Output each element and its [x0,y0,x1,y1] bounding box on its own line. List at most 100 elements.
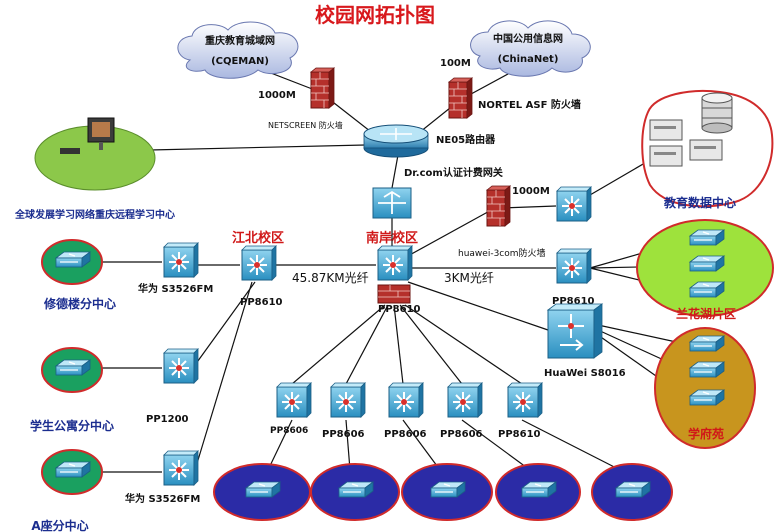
dorm-label: 学生公寓分中心 [30,418,114,433]
s3526-bottom-label: 华为 S3526FM [125,492,200,505]
link-jiangbei-s3526-bottom [194,281,253,471]
pp8606-1-label: PP8606 [270,426,308,436]
pp8606-2-switch-icon [330,382,366,418]
bottom-node-1 [213,463,311,521]
nanan-campus-label: 南岸校区 [366,230,418,246]
link-nanan-pp8606-4 [399,304,463,385]
bottom-workgroup-switch-icon-2 [338,481,374,498]
bottom-workgroup-switch-icon-1 [245,481,281,498]
database-icon [701,92,733,134]
nortel-firewall-label: NORTEL ASF 防火墙 [478,98,581,111]
datacenter-switch-icon [556,186,592,222]
link-bottom-node-5 [521,419,631,476]
pp8610-jiangbei-label: PP8610 [240,297,283,308]
link-nanan-pp8606-2 [345,304,389,385]
bw-100m: 100M [440,58,471,69]
huawei-s8016-label: HuaWei S8016 [544,368,626,379]
link-nanan-pp8610-bottom [404,304,523,385]
link-router-remote [149,144,366,151]
cloud-cqeman: 重庆教育城域网 (CQEMAN) [177,21,299,79]
s3526-top-label: 华为 S3526FM [138,282,213,295]
cqeman-code: (CQEMAN) [211,56,269,67]
link-nanan-h3c-fw [405,207,496,258]
pp1200-label: PP1200 [146,414,189,425]
bw-1000m-left: 1000M [258,90,296,101]
xuefu-area: 学府苑 [654,327,756,449]
cqeman-name: 重庆教育城域网 [205,34,275,47]
terminal-device-icon [60,148,80,154]
lanhua-lake-area: 兰花湖片区 [636,219,774,321]
lanhua-workgroup-switch-icon-2 [689,255,725,272]
bottom-node-5 [591,463,673,521]
pp8606-3-switch-icon [388,382,424,418]
nortel-firewall-icon [448,77,473,119]
pp8610-bottom-switch-icon [507,382,543,418]
edu-data-center-label: 教育数据中心 [663,195,736,210]
xiudelou-center: 修德楼分中心 [41,239,116,311]
xiudelou-workgroup-switch-icon [55,251,91,268]
pp8606-4-switch-icon [447,382,483,418]
chinanet-name: 中国公用信息网 [493,32,563,45]
link-bottom-node-2 [345,419,351,471]
cloud-chinanet: 中国公用信息网 (ChinaNet) [470,20,591,77]
link-nanan-pp8606-3 [393,304,404,385]
pp8606-4-label: PP8606 [440,429,483,440]
dorm-workgroup-switch-icon [55,359,91,376]
link-dc-switch-datacenter [589,159,651,196]
huawei-s8016-icon [546,303,604,359]
jiangbei-campus-label: 江北校区 [232,230,284,246]
link-jiangbei-pp1200 [194,281,256,366]
pp1200-switch-icon [163,348,199,384]
chinanet-code: (ChinaNet) [498,54,559,65]
huawei-3com-firewall-label: huawei-3com防火墙 [458,247,546,259]
bottom-node-4 [495,463,581,521]
fiber-45km-label: 45.87KM光纤 [292,271,369,285]
pp8610-right-label: PP8610 [552,296,595,307]
xuefu-workgroup-switch-icon-1 [689,335,725,352]
link-bottom-node-1 [267,419,293,471]
xiudelou-label: 修德楼分中心 [43,296,116,311]
xuefu-workgroup-switch-icon-3 [689,389,725,406]
edu-data-center: 教育数据中心 [641,89,774,210]
link-bottom-node-4 [461,419,531,471]
bottom-node-2 [310,463,400,521]
nanan-core-switch-icon [377,245,413,281]
lanhua-workgroup-switch-icon-3 [689,281,725,298]
dorm-center: 学生公寓分中心 [30,347,114,433]
bw-1000m-right: 1000M [512,186,550,197]
netscreen-firewall-icon [310,67,335,109]
pp8610-bottom-label: PP8610 [498,429,541,440]
remote-learning-center: 全球发展学习网络重庆远程学习中心 [14,117,175,221]
server-icon-2 [689,139,723,161]
link-nanan-pp8606-1 [291,304,386,385]
s3526-top-switch-icon [163,242,199,278]
pp8610-right-switch-icon [556,248,592,284]
a-building-center: A座分中心 [31,449,103,532]
fiber-3km-label: 3KM光纤 [444,271,494,285]
xuefu-label: 学府苑 [688,426,724,441]
bottom-workgroup-switch-icon-5 [615,481,651,498]
pp8606-3-label: PP8606 [384,429,427,440]
jiangbei-core-switch-icon [241,245,277,281]
ne05-router [363,124,429,158]
huawei-3com-firewall-icon [486,185,511,227]
pp8606-1-switch-icon [276,382,312,418]
bottom-workgroup-switch-icon-3 [430,481,466,498]
bottom-access-nodes [213,463,673,521]
remote-learning-label: 全球发展学习网络重庆远程学习中心 [14,208,175,221]
lanhua-workgroup-switch-icon-1 [689,229,725,246]
lanhua-lake-label: 兰花湖片区 [676,306,736,321]
drcom-gateway-label: Dr.com认证计费网关 [404,166,503,179]
pp8606-2-label: PP8606 [322,429,365,440]
drcom-gateway-icon [372,187,412,219]
xuefu-workgroup-switch-icon-2 [689,361,725,378]
ne05-router-label: NE05路由器 [436,133,496,146]
s3526-bottom-switch-icon [163,450,199,486]
bottom-node-3 [401,463,493,521]
link-router-drcom [391,154,399,189]
link-bottom-node-3 [402,419,441,471]
server-icon [649,119,683,167]
bottom-workgroup-switch-icon-4 [521,481,557,498]
